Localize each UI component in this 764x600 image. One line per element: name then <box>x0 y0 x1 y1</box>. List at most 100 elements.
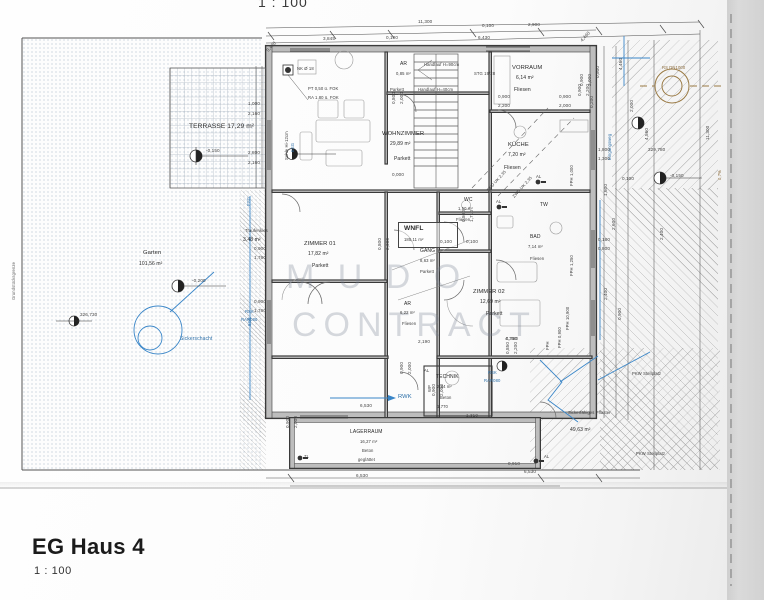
room-area-bad: 7,14 m² <box>528 244 543 249</box>
paving-hatch-right-2 <box>530 348 720 470</box>
zwd-label-2: ZWD UK 2,35 <box>511 175 533 199</box>
garden-label: Garten <box>143 250 162 256</box>
dim-door-6: 0,900 <box>559 94 571 99</box>
dim-bottom-2: 0,910 <box>508 461 520 466</box>
dim-door-19: 0,850 <box>505 342 510 354</box>
paving-label: Sickerfähiges Pflaster <box>568 410 611 415</box>
fph-label-1: FPH 1,000 <box>569 165 574 186</box>
esg-label-1: ESG <box>290 142 295 152</box>
tw-label: TW <box>540 202 548 208</box>
dim-door-22: 0,900 <box>399 362 404 374</box>
al-label-2: AL <box>496 199 502 204</box>
room-label-lagerraum: LAGERRAUM <box>350 429 383 435</box>
room-finish-kueche: Fliesen <box>504 165 521 171</box>
ra-label: RA 1,80 ü. FOK <box>308 95 339 100</box>
dim-door-21: 2,190 <box>418 339 430 344</box>
al-label-1: AL <box>536 174 542 179</box>
room-label-technik: TECHNIK <box>436 374 459 380</box>
room-finish-wc: Fliesen <box>456 217 471 222</box>
dim-door-18: 0,100 <box>466 239 478 244</box>
dim-top-4: 0,100 <box>482 23 494 28</box>
stair-label: STG 19/28 <box>474 71 496 76</box>
handrail-90-label: Handlauf H=90cm <box>424 62 460 67</box>
dim-left-6: 0,900 <box>254 299 266 304</box>
parking-label-1: PKW Stellplatz <box>632 371 662 376</box>
dim-right-5: 0,180 <box>598 237 610 242</box>
wnfl-area: 185,11 m² <box>404 237 424 242</box>
pt-label: PT 0,50 ü. FOK <box>308 86 339 91</box>
room-label-zimmer02: ZIMMER 02 <box>473 289 505 295</box>
dim-top-1: 3,845 <box>323 36 335 41</box>
paving-area: 49,63 m² <box>570 427 591 433</box>
dim-door-2: 0,900 <box>579 74 584 86</box>
dim-left-3: 2,160 <box>248 111 260 116</box>
dim-right-3: 1,800 <box>598 147 610 152</box>
room-area-gang: 8,63 m² <box>420 258 435 263</box>
dim-right-1: 2,000 <box>629 100 634 112</box>
dim-top-3: 11,300 <box>418 19 433 24</box>
dim-door-16: 0,900 <box>285 416 290 428</box>
dim-misc-0: 0,100 <box>622 176 634 181</box>
dim-left-0: 2,800 <box>248 150 260 155</box>
room-label-vorraum: VORRAUM <box>512 65 543 71</box>
dim-door-0: 0,800 <box>377 238 382 250</box>
dim-top-6: 6,430 <box>478 35 490 40</box>
room-area-lagerraum: 16,27 m² <box>360 439 378 444</box>
al-label-3: AL <box>544 454 550 459</box>
nk-label: NK Ø 18 <box>297 66 314 71</box>
room-label-wc: WC <box>464 197 473 203</box>
room-label-zimmer01: ZIMMER 01 <box>304 241 336 247</box>
room-label-wohnzimmer: WOHNZIMMER <box>382 131 425 137</box>
wnfl-box <box>398 222 458 248</box>
dim-top-0: 0,480 <box>265 40 278 53</box>
room-area-wohnzimmer: 29,89 m² <box>390 141 411 147</box>
dim-door-15: 1,310 <box>466 413 478 418</box>
al-label-4: AL <box>424 368 430 373</box>
dim-door-20: 2,200 <box>513 342 518 354</box>
soakaway-label: Sickerschacht <box>180 336 213 342</box>
top-scale-label: 1 : 100 <box>258 0 308 10</box>
room-finish2-lagerraum: geglättet <box>358 457 375 462</box>
dim-right-11: 11,300 <box>705 125 710 140</box>
paving-hatch-topright <box>612 40 718 190</box>
room-area-ar-top: 0,85 m² <box>396 71 411 76</box>
dim-door-7: 2,000 <box>559 103 571 108</box>
terrace-hatch <box>170 68 265 188</box>
slope-label: 0,7% <box>717 170 722 180</box>
rsk-label-1: RSK <box>245 309 254 314</box>
zwd-label-1: ZWD UK 2,35 <box>485 169 507 193</box>
dim-right-8: 2,400 <box>603 288 608 300</box>
terrace-label: TERRASSE 17,29 m² <box>189 123 255 130</box>
room-area-kueche: 7,20 m² <box>508 152 526 158</box>
fph-label-3: FPH 0,900 <box>557 327 562 348</box>
paper-crease <box>0 482 727 488</box>
room-label-bad: BAD <box>530 234 541 240</box>
watermark-line-1: M U D O <box>286 258 468 296</box>
dim-door-14: 2,000 <box>439 384 444 396</box>
dim-right-14: 2,600 <box>611 218 616 230</box>
room-finish-ar-top: Parkett <box>390 87 404 92</box>
dim-right-12: 0,500 <box>595 66 600 78</box>
dim-top-7: 4,460 <box>579 30 592 43</box>
room-finish-technik: Beton <box>440 395 452 400</box>
dim-right-10: 4,750 <box>505 336 517 341</box>
dim-bottom-0: 6,530 <box>360 403 372 408</box>
dim-door-10: 0,800 <box>461 210 466 222</box>
dim-door-3: 2,000 <box>587 74 592 86</box>
dim-door-13: 0,900 <box>431 384 436 396</box>
zl-label: ZL <box>304 454 310 459</box>
dim-right-0: 4,460 <box>618 58 623 70</box>
dim-misc-1: 4,750 <box>506 336 518 341</box>
room-label-gang: GANG <box>420 248 436 254</box>
dim-door-1: 2,000 <box>385 238 390 250</box>
dim-right-4: 1,300 <box>598 156 610 161</box>
dim-top-2: 0,100 <box>386 35 398 40</box>
handrail-40-label: Handlauf H=40cm <box>418 87 454 92</box>
dim-right-9: 0,900 <box>617 308 622 320</box>
room-finish-zimmer01: Parkett <box>312 263 329 269</box>
dim-top-5: 2,900 <box>528 22 540 27</box>
fph-label-2: FPH 1,250 <box>569 255 574 276</box>
page-title: EG Haus 4 <box>32 534 145 559</box>
